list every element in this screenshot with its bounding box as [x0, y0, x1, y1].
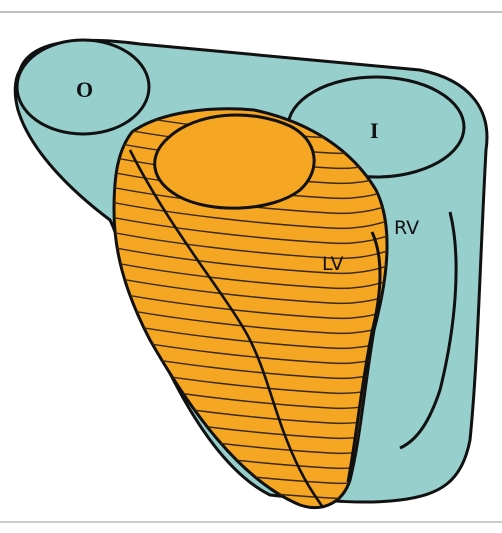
- left-ventricle-label: LV: [322, 253, 344, 275]
- right-ventricle-label: RV: [394, 217, 419, 239]
- mitral-annulus: [155, 115, 314, 208]
- outflow-label: O: [76, 77, 93, 102]
- left-ventricle: [100, 109, 400, 514]
- inflow-label: I: [370, 118, 379, 143]
